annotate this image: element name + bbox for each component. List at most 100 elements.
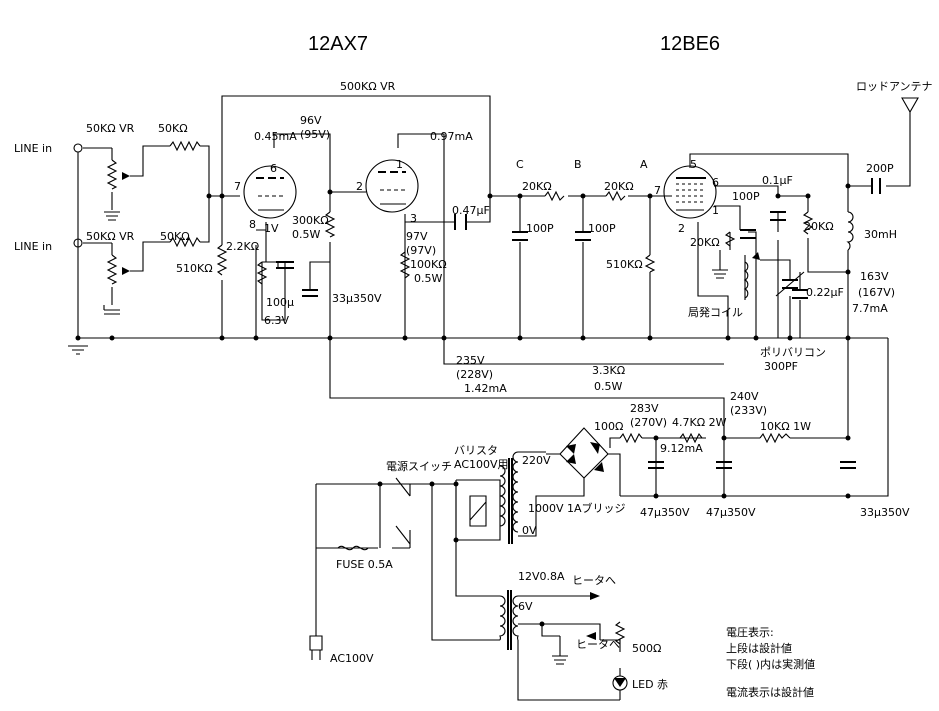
tube-12ax7-icon: [365, 159, 419, 213]
ac-plug-icon: [309, 635, 323, 660]
label: 0.5W: [414, 272, 442, 285]
label: 3: [410, 212, 417, 225]
label: 3.3KΩ: [592, 364, 625, 377]
resistor-icon: [759, 432, 791, 444]
label: 下段( )内は実測値: [726, 657, 815, 671]
label: 200P: [866, 162, 894, 175]
label: 6: [712, 176, 719, 189]
label: 235V: [456, 354, 485, 367]
resistor-icon: [256, 261, 268, 285]
components: [68, 97, 919, 691]
junction-dots: [75, 183, 851, 627]
label: バリスタ: [454, 444, 498, 457]
label: 100P: [588, 222, 616, 235]
resistor-icon: [324, 211, 336, 238]
label: AC100V: [330, 652, 374, 665]
label: 47μ350V: [706, 506, 756, 519]
label: 1: [712, 204, 719, 217]
electrolytic-icon: [716, 461, 732, 469]
resistor-icon: [614, 621, 626, 645]
label: 7.7mA: [852, 302, 888, 315]
label: 4.7KΩ 2W: [672, 416, 727, 429]
electrolytic-icon: [302, 289, 318, 297]
label: 20KΩ: [690, 236, 720, 249]
label: 電流表示は設計値: [726, 685, 814, 699]
label: 6: [270, 162, 277, 175]
label: 283V: [630, 402, 659, 415]
label: LINE in: [14, 142, 52, 155]
electrolytic-icon: [648, 461, 664, 469]
power-switch-icon: [395, 477, 411, 545]
label: 0.47μF: [452, 204, 490, 217]
label: 20KΩ: [522, 180, 552, 193]
antenna-icon: [901, 97, 919, 114]
vr-icon: [106, 159, 118, 190]
capacitor-icon: [575, 231, 591, 241]
label: 100KΩ: [410, 258, 447, 271]
label: 0.5W: [292, 228, 320, 241]
label: (233V): [730, 404, 767, 417]
label: ヒータへ: [576, 638, 620, 651]
label: 100Ω: [594, 420, 623, 433]
label: 局発コイル: [688, 305, 743, 319]
labels: 12AX7 12BE6 LINE in LINE in 50KΩ VR 50KΩ…: [14, 33, 933, 699]
label: (270V): [630, 416, 667, 429]
label: 0.22μF: [806, 286, 844, 299]
input-lines: [83, 147, 112, 244]
label: 510KΩ: [176, 262, 213, 275]
label: 電圧表示:: [726, 625, 774, 639]
resistor-icon: [169, 140, 201, 152]
label: 163V: [860, 270, 889, 283]
fuse-icon: [337, 545, 369, 551]
ground-icon: [104, 211, 728, 665]
label: 50KΩ: [160, 230, 190, 243]
jack-icon: [73, 143, 83, 153]
resistor-icon: [399, 251, 411, 279]
resistor-icon: [679, 432, 703, 444]
label: 7: [654, 184, 661, 197]
label: 8: [249, 218, 256, 231]
led-icon: [612, 675, 628, 691]
label: 20KΩ: [604, 180, 634, 193]
label: 1000V 1Aブリッジ: [528, 501, 626, 515]
label: 9.12mA: [660, 442, 703, 455]
label: (95V): [300, 128, 330, 141]
title-12be6: 12BE6: [660, 33, 720, 55]
capacitor-icon: [454, 214, 467, 230]
label: 240V: [730, 390, 759, 403]
choke-30mh-icon: [846, 211, 854, 251]
label: 50KΩ: [158, 122, 188, 135]
label: (97V): [406, 244, 436, 257]
title-12ax7: 12AX7: [308, 33, 368, 55]
resistor-icon: [216, 244, 228, 276]
electrolytic-icon: [840, 461, 856, 469]
resistor-icon: [802, 211, 814, 235]
vr-icon: [106, 254, 118, 285]
electrolytic-icon: [276, 261, 294, 269]
label: 1: [396, 158, 403, 171]
label: 10KΩ 1W: [760, 420, 811, 433]
oscillator-coil-icon: [743, 261, 749, 299]
label: 33μ350V: [332, 292, 382, 305]
resistor-icon: [619, 432, 643, 444]
label: 0.1μF: [762, 174, 793, 187]
label: FUSE 0.5A: [336, 558, 393, 571]
resistor-icon: [644, 254, 656, 273]
label: LINE in: [14, 240, 52, 253]
label: 47μ350V: [640, 506, 690, 519]
label: (228V): [456, 368, 493, 381]
label: 100P: [732, 190, 760, 203]
resistor-icon: [724, 231, 736, 247]
tube-12ax7-icon: [243, 165, 297, 219]
bridge-diode-icon: [566, 442, 604, 472]
label: LED 赤: [632, 678, 668, 691]
label: 300PF: [764, 360, 798, 373]
wires: [77, 95, 911, 701]
label: 0.5W: [594, 380, 622, 393]
label: 97V: [406, 230, 428, 243]
label: ポリバリコン: [760, 346, 826, 359]
label: 2: [356, 180, 363, 193]
label: 100P: [526, 222, 554, 235]
resistor-icon: [169, 236, 201, 248]
